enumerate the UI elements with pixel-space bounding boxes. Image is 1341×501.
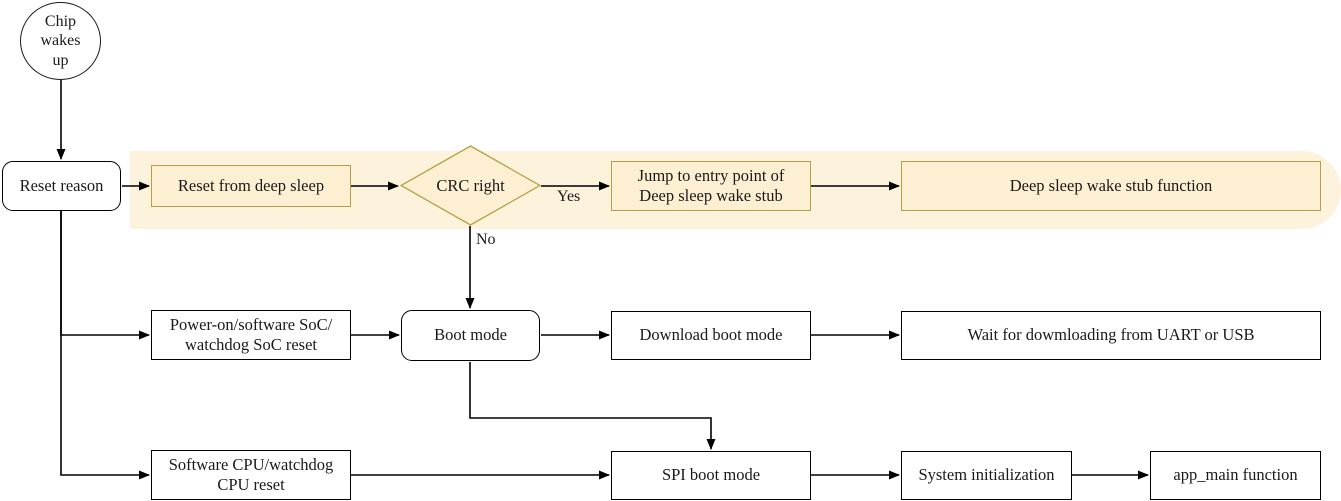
node-power-on-reset[interactable]: Power-on/software SoC/ watchdog SoC rese… bbox=[151, 310, 351, 360]
node-crc-right-label: CRC right bbox=[436, 175, 505, 195]
node-software-cpu-reset[interactable]: Software CPU/watchdog CPU reset bbox=[151, 450, 351, 500]
edge-bootmode-to-spiboot bbox=[469, 362, 716, 450]
edge-label-yes: Yes bbox=[557, 188, 581, 205]
node-app-main-function[interactable]: app_main function bbox=[1150, 451, 1321, 500]
node-crc-right[interactable]: CRC right bbox=[400, 145, 541, 226]
node-deep-sleep-wake-stub-function[interactable]: Deep sleep wake stub function bbox=[901, 161, 1321, 211]
edge-label-no: No bbox=[476, 231, 496, 248]
edge-reset-to-softcpu bbox=[60, 211, 150, 480]
node-system-initialization[interactable]: System initialization bbox=[901, 451, 1072, 500]
node-download-boot-mode[interactable]: Download boot mode bbox=[611, 311, 811, 360]
node-reset-reason[interactable]: Reset reason bbox=[2, 161, 121, 211]
node-boot-mode[interactable]: Boot mode bbox=[401, 310, 540, 361]
diamond-shape bbox=[400, 145, 541, 226]
node-jump-to-entry-point[interactable]: Jump to entry point of Deep sleep wake s… bbox=[611, 161, 811, 211]
node-spi-boot-mode[interactable]: SPI boot mode bbox=[611, 451, 811, 500]
node-reset-from-deep-sleep[interactable]: Reset from deep sleep bbox=[151, 165, 351, 207]
edge-reset-to-poweron bbox=[60, 211, 150, 340]
node-wait-for-downloading[interactable]: Wait for dowmloading from UART or USB bbox=[901, 311, 1321, 360]
node-chip-wakes-up[interactable]: Chip wakes up bbox=[20, 2, 101, 80]
